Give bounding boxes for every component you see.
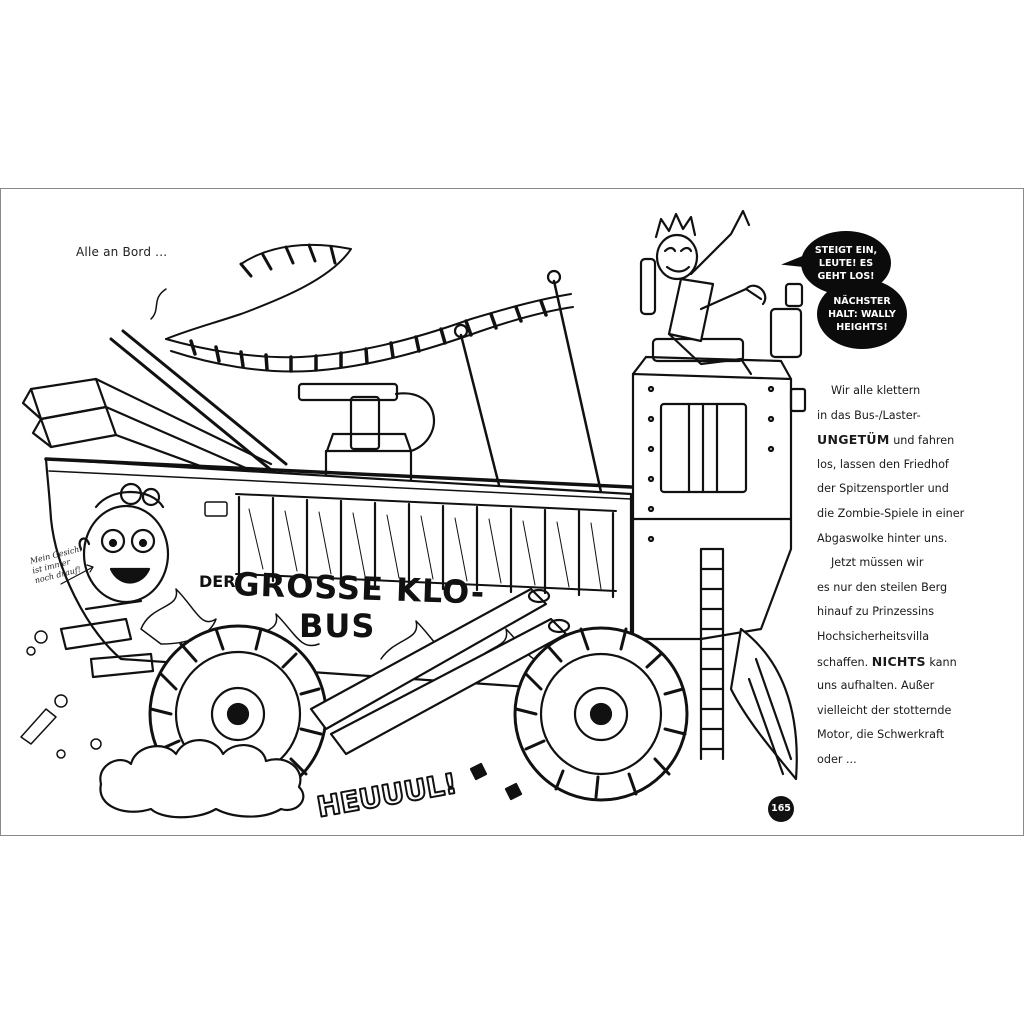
story-line: hinauf zu Prinzessins <box>817 605 935 619</box>
roof-cannon <box>297 382 436 483</box>
book-page: DER GROSSE KLO- BUS HEUUUL! Alle an Bord… <box>0 188 1024 836</box>
story-fragment: schaffen. <box>817 655 872 669</box>
sound-effect-group: HEUUUL! <box>313 766 460 825</box>
story-fragment: kann <box>925 655 957 669</box>
story-line: oder ... <box>817 752 857 766</box>
story-line: los, lassen den Friedhof <box>817 457 949 471</box>
scene-caption: Alle an Bord ... <box>76 245 168 259</box>
story-line: es nur den steilen Berg <box>817 580 948 594</box>
bus-lettering-bus: BUS <box>299 607 375 645</box>
story-line: Abgaswolke hinter uns. <box>817 531 948 545</box>
story-line: Hochsicherheitsvilla <box>817 629 930 643</box>
story-fragment: und fahren <box>889 434 955 448</box>
striped-banner <box>150 243 574 373</box>
driver-character <box>654 209 767 376</box>
story-line: vielleicht der stotternde <box>817 703 952 717</box>
passenger-face <box>78 482 170 604</box>
story-text: Wir alle klettern in das Bus-/Laster- UN… <box>817 379 1017 773</box>
story-line: Wir alle klettern <box>831 384 921 397</box>
story-line: der Spitzensportler und <box>817 482 949 496</box>
story-line: die Zombie-Spiele in einer <box>817 506 965 520</box>
bus-lettering-large: GROSSE KLO- <box>233 565 486 612</box>
story-line: Motor, die Schwerkraft <box>817 728 945 742</box>
story-line: Jetzt müssen wir <box>831 556 924 570</box>
story-line: in das Bus-/Laster- <box>817 408 921 422</box>
story-line: UNGETÜM und fahren <box>817 428 1017 453</box>
front-wheel <box>513 626 689 802</box>
page-number: 165 <box>768 796 794 822</box>
lower-exhaust-pipes <box>59 587 571 756</box>
bus-lettering-small: DER <box>199 572 236 591</box>
story-emphasis: UNGETÜM <box>817 432 890 448</box>
story-line: uns aufhalten. Außer <box>817 679 935 693</box>
sound-effect: HEUUUL! <box>314 767 459 824</box>
speech-bubble-next-stop: NÄCHSTER HALT: WALLY HEIGHTS! <box>817 279 907 349</box>
monster-bus-illustration: DER GROSSE KLO- BUS HEUUUL! <box>20 209 807 825</box>
story-emphasis: NICHTS <box>871 653 926 669</box>
truck-cabin <box>631 257 807 781</box>
story-line: schaffen. NICHTS kann <box>817 650 1017 675</box>
smoke-cloud <box>99 739 305 819</box>
